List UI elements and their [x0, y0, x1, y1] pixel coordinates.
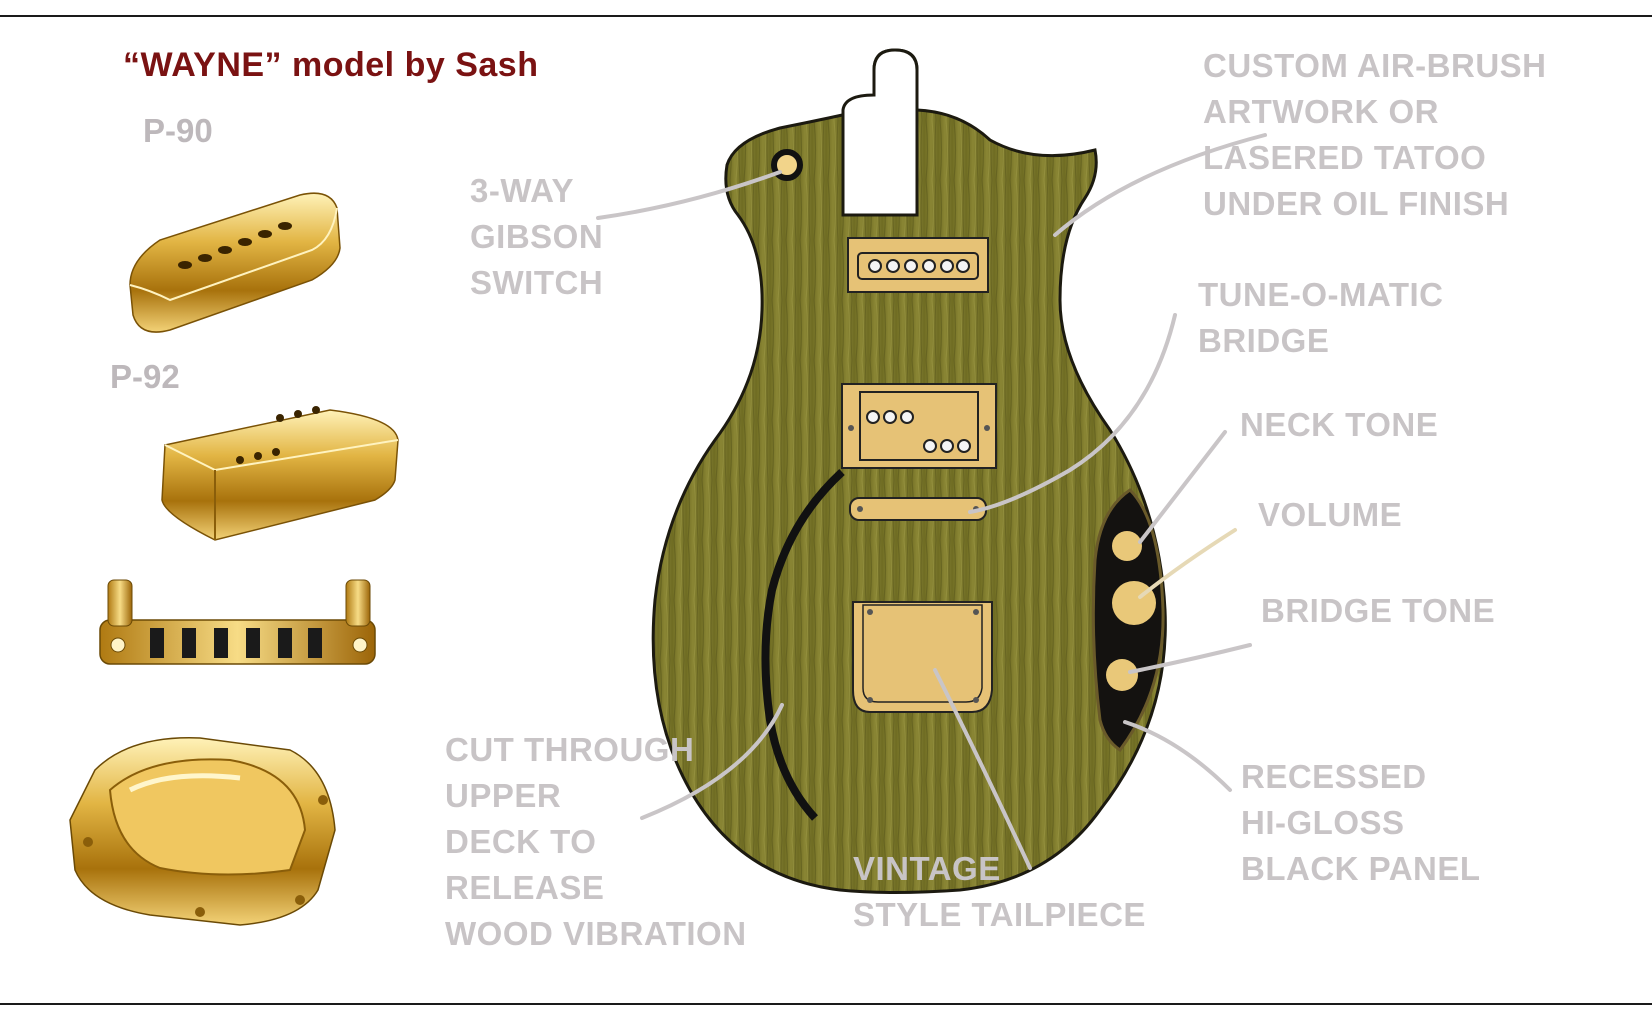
guitar-body: [651, 48, 1167, 894]
tune-o-matic-image: [99, 579, 376, 665]
tailpiece-plate: [852, 601, 993, 713]
bridge-tone-label: BRIDGE TONE: [1261, 592, 1496, 629]
cut-through-slot: [761, 469, 845, 821]
bridge-pickup: [841, 383, 997, 469]
tailpiece-image: [69, 737, 336, 926]
neck-tone-label: NECK TONE: [1240, 406, 1439, 443]
page-title: “WAYNE” model by Sash: [123, 46, 539, 84]
bridge-bar: [849, 497, 987, 521]
bottom-rule: [0, 1003, 1652, 1005]
p92-label: P-92: [110, 358, 180, 395]
p92-pickup-image: [161, 406, 399, 541]
neck-pickup: [847, 237, 989, 293]
p90-label: P-90: [143, 112, 213, 149]
top-rule: [0, 15, 1652, 17]
volume-label: VOLUME: [1258, 496, 1403, 533]
p90-pickup-image: [129, 192, 341, 333]
pointer-lines: [596, 133, 1267, 870]
